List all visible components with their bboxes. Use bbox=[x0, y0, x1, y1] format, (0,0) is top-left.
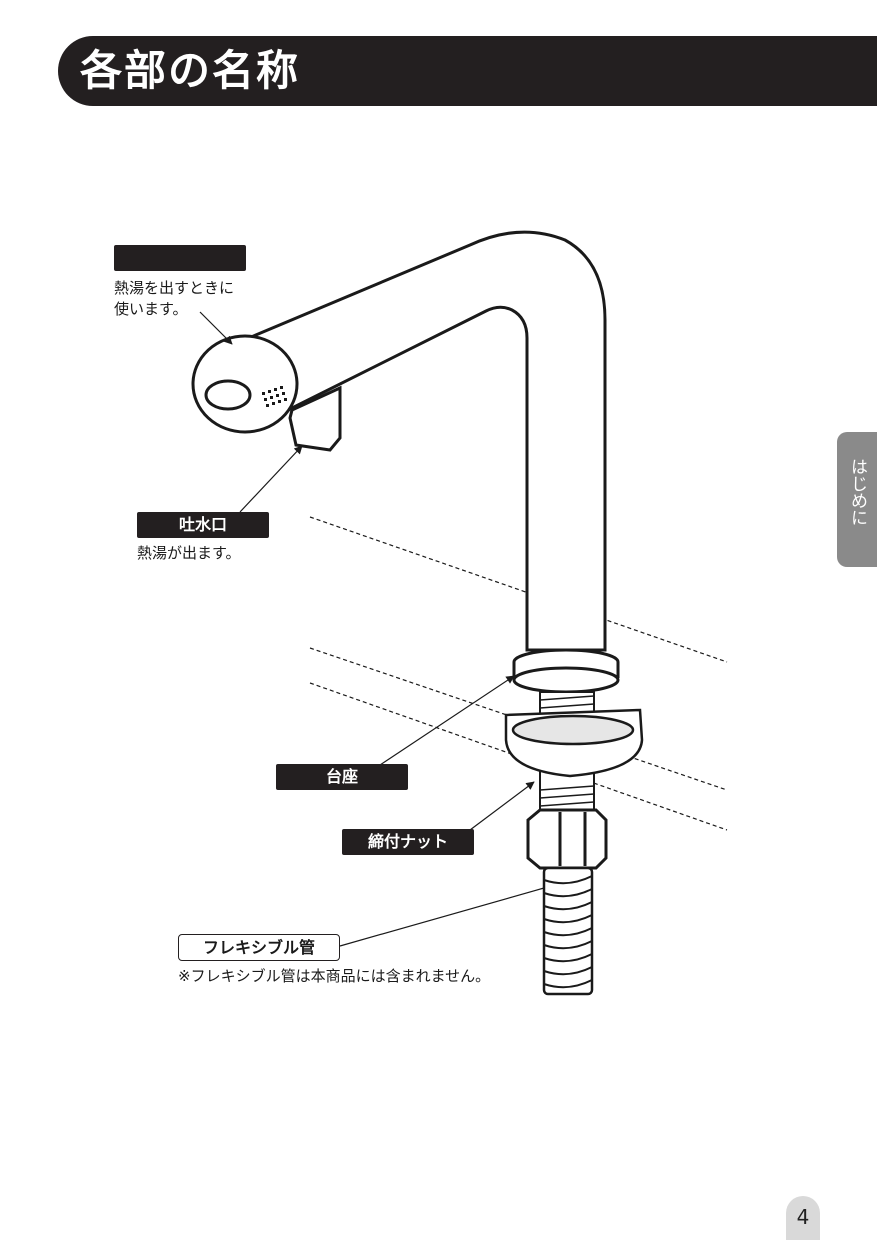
flex-pipe-note: ※フレキシブル管は本商品には含まれません。 bbox=[178, 967, 491, 985]
page-number: 4 bbox=[786, 1196, 820, 1240]
spout-note: 熱湯が出ます。 bbox=[137, 544, 241, 562]
nut-label: 締付ナット bbox=[342, 829, 474, 855]
base-label: 台座 bbox=[276, 764, 408, 790]
pipe-corrugations bbox=[543, 875, 593, 989]
mounting-plate bbox=[504, 708, 644, 778]
side-tab[interactable] bbox=[837, 432, 877, 567]
nut bbox=[526, 808, 608, 870]
title-bar bbox=[58, 36, 877, 106]
lever-note-line-1: 熱湯を出すときに bbox=[114, 279, 235, 297]
base-flange bbox=[512, 648, 620, 694]
lever-note-line-2: 使います。 bbox=[114, 300, 188, 318]
side-tab-label: はじめに bbox=[847, 458, 867, 526]
flex-pipe-label: フレキシブル管 bbox=[178, 934, 340, 961]
flexible-pipe bbox=[542, 866, 594, 996]
page-title: 各部の名称 bbox=[80, 46, 301, 95]
leader-lines bbox=[199, 311, 545, 947]
spout-label: 吐水口 bbox=[137, 512, 269, 538]
lever-grip-dots bbox=[262, 386, 287, 407]
lever-label bbox=[114, 245, 246, 271]
faucet-body bbox=[191, 230, 607, 652]
